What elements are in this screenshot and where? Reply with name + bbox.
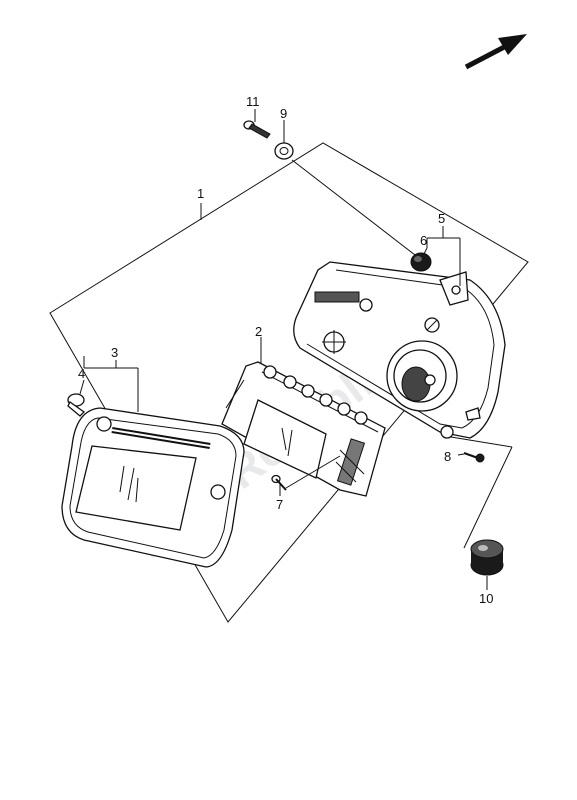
circuit-board	[221, 361, 386, 497]
screw-11	[243, 120, 271, 139]
label-2: 2	[255, 324, 262, 339]
label-3: 3	[111, 345, 118, 360]
screw-4	[67, 393, 86, 417]
meter-case	[293, 261, 506, 439]
label-8: 8	[444, 449, 451, 464]
label-6: 6	[420, 233, 427, 248]
label-7: 7	[276, 497, 283, 512]
meter-cover-lens	[61, 407, 245, 568]
screw-7	[271, 474, 287, 491]
label-10: 10	[479, 591, 493, 606]
label-4: 4	[78, 366, 85, 381]
label-1: 1	[197, 186, 204, 201]
label-5: 5	[438, 211, 445, 226]
leader-lines	[79, 109, 513, 590]
label-9: 9	[280, 106, 287, 121]
label-11: 11	[246, 94, 260, 109]
screw-8	[463, 452, 485, 463]
cushion-9	[274, 142, 294, 160]
front-direction-arrow-icon	[464, 34, 527, 70]
cushion-6	[410, 252, 432, 272]
socket-10	[470, 539, 504, 576]
